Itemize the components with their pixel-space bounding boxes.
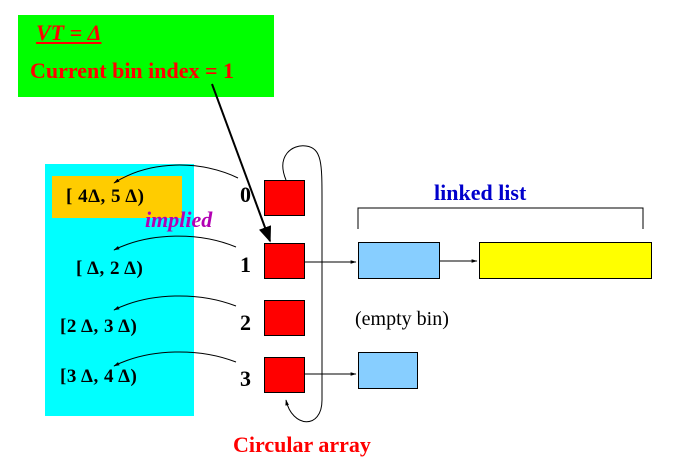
bin-cell-1	[264, 243, 305, 279]
linked-list-label: linked list	[434, 180, 527, 205]
bin-number-0: 0	[240, 182, 251, 207]
bin-number-3: 3	[240, 366, 251, 391]
range-label-bin-3: [3 Δ, 4 Δ)	[60, 366, 138, 387]
bin-3-range-arrow	[113, 351, 237, 367]
circular-array-label: Circular array	[233, 432, 371, 457]
range-label-bin-0: [ 4Δ, 5 Δ)	[66, 186, 145, 207]
bin-1-range-arrow	[113, 235, 237, 251]
bin-0-range-arrow	[113, 164, 239, 184]
list-node-bin-1	[358, 242, 440, 279]
circular-wrap-arrow	[282, 145, 323, 423]
bin-cell-3	[264, 357, 305, 393]
bin-cell-2	[264, 300, 305, 336]
current-bin-index-label: Current bin index = 1	[30, 58, 235, 83]
header-box	[18, 15, 274, 97]
list-node-bin-3	[358, 352, 418, 389]
range-label-bin-1: [ Δ, 2 Δ)	[76, 258, 144, 279]
bin-number-2: 2	[240, 310, 251, 335]
bin-cell-0	[264, 180, 305, 216]
bin-number-1: 1	[240, 252, 251, 277]
linked-list-bracket	[357, 207, 644, 229]
list-node-bin-1-tail	[479, 242, 652, 279]
range-label-bin-2: [2 Δ, 3 Δ)	[60, 316, 138, 337]
bin-2-range-arrow	[113, 295, 237, 311]
current-bin-pointer-arrow	[211, 83, 272, 243]
vt-label: VT = Δ	[36, 20, 102, 45]
implied-label: implied	[145, 207, 213, 232]
empty-bin-label: (empty bin)	[355, 308, 449, 330]
